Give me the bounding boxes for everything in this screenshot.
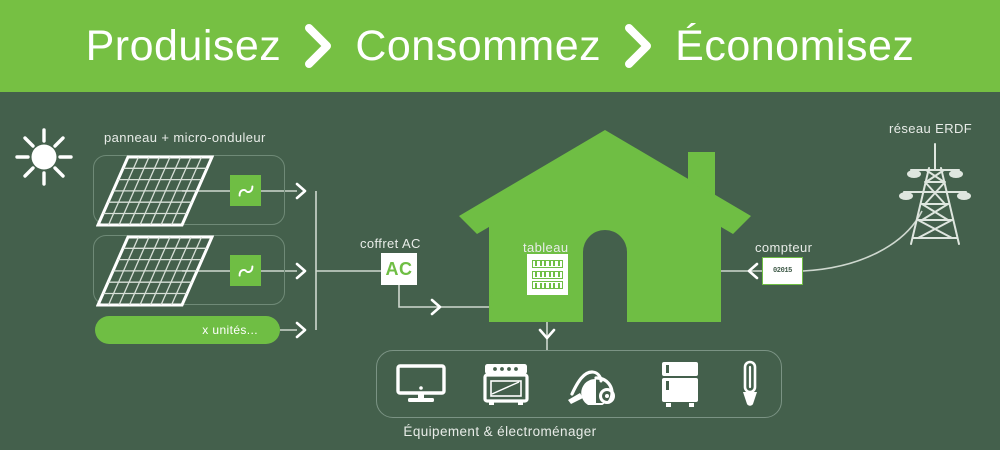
header-step-produisez: Produisez [85,21,282,70]
ac-combiner-box: AC [381,253,417,285]
arrow-head [295,321,307,339]
sine-wave-icon [238,184,253,197]
label-compteur: compteur [755,240,813,255]
more-units-label: x unités... [202,323,258,337]
panel-unit-card-1 [93,155,285,225]
breaker-row [532,281,563,290]
header-step-economisez: Économisez [675,21,915,70]
refrigerator-icon [661,362,698,407]
chevron-right-icon [625,24,652,68]
oven-icon [483,364,529,405]
breaker-row [532,270,563,279]
power-pylon-icon [899,143,971,245]
more-units-button[interactable]: x unités... [95,316,280,344]
chevron-right-icon [305,24,332,68]
breaker-panel-icon [527,254,568,295]
arrow-head [430,298,442,316]
meter-reading: 02015 [772,267,792,275]
label-tableau: tableau [523,240,569,255]
label-coffret-ac: coffret AC [360,236,421,251]
micro-inverter-1 [230,175,261,206]
panel-unit-card-2 [93,235,285,305]
light-bulb-icon [743,360,758,406]
sine-wave-icon [238,264,253,277]
electric-meter-icon: 02015 [762,257,803,285]
breaker-row [532,259,563,268]
arrow-head [295,182,307,200]
label-reseau-erdf: réseau ERDF [889,121,973,136]
arrow-head [295,262,307,280]
ac-box-value: AC [385,258,413,279]
solar-panel-icon [96,155,214,227]
sun-icon [15,128,73,186]
header-banner: Produisez Consommez Économisez [0,0,1000,92]
micro-inverter-2 [230,255,261,286]
label-equipement-electromenager: Équipement & électroménager [403,424,597,439]
television-icon [396,364,446,402]
solar-panel-icon [96,235,214,307]
header-step-consommez: Consommez [355,21,602,70]
label-panneau-micro-onduleur: panneau + micro-onduleur [104,130,266,145]
house-icon [459,130,751,322]
appliances-group [376,350,782,418]
vacuum-cleaner-icon [567,370,615,405]
